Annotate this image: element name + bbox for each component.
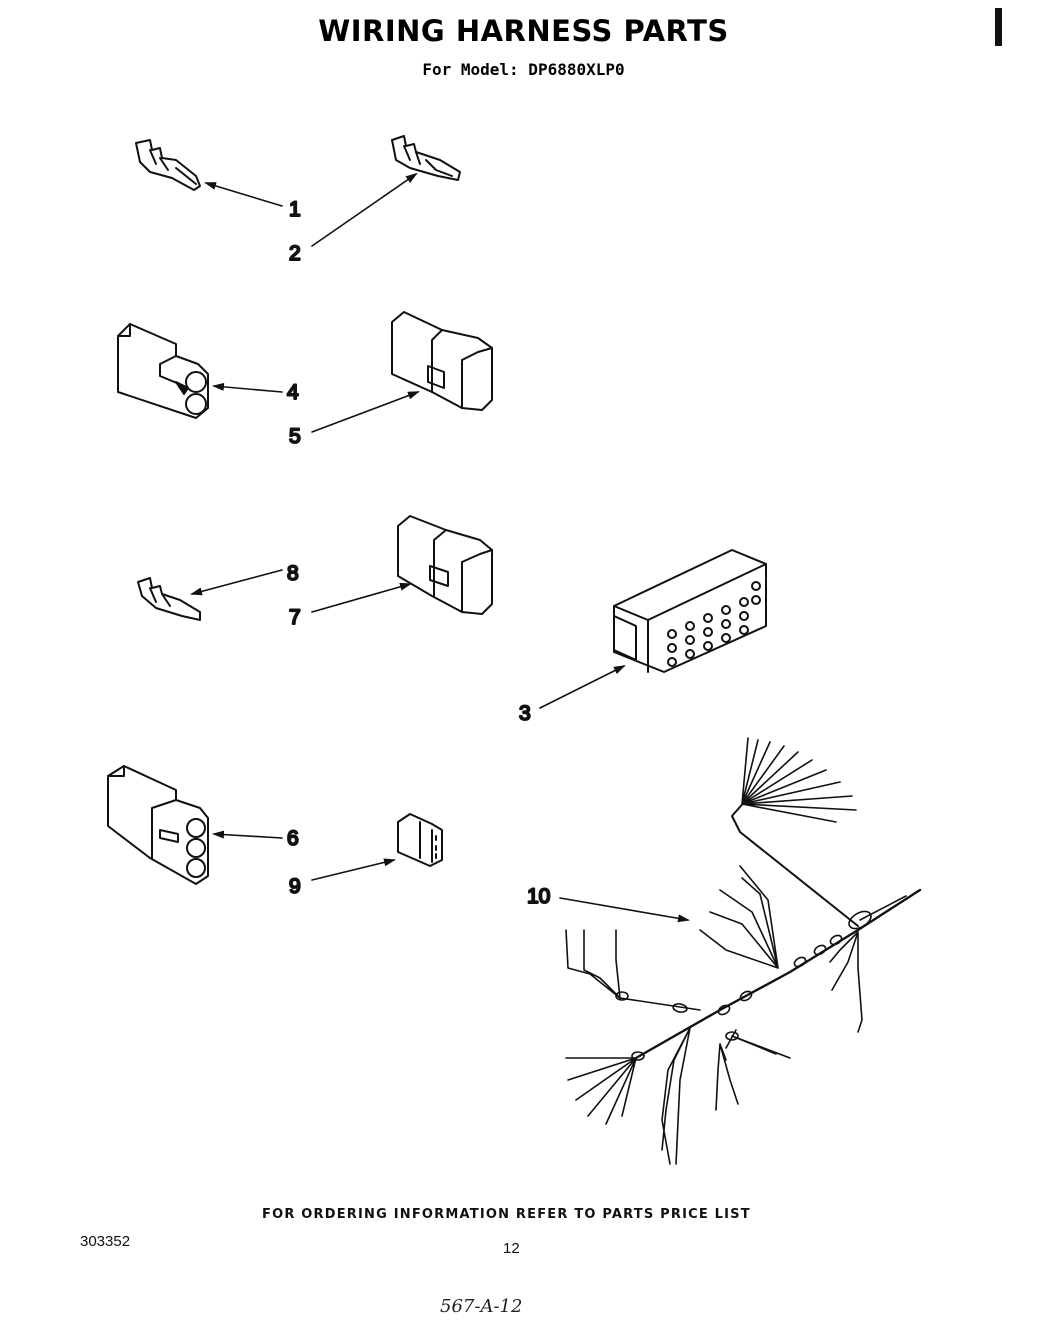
- callout-7: 7: [289, 606, 301, 629]
- callout-9: 9: [289, 875, 301, 898]
- handwritten-code: 567-A-12: [440, 1296, 523, 1317]
- corner-registration-mark: [995, 8, 1002, 46]
- part-6-three-pin-connector-icon: [107, 765, 209, 885]
- part-5-two-pin-receptacle-icon: [391, 311, 493, 411]
- leader-lines: [190, 172, 690, 923]
- part-1-pin-terminal-icon: [135, 139, 201, 191]
- callout-2: 2: [289, 242, 301, 265]
- part-10-wiring-harness-icon: [565, 737, 922, 1165]
- callout-4: 4: [287, 381, 299, 404]
- document-number: 303352: [80, 1233, 131, 1250]
- callout-8: 8: [287, 562, 299, 585]
- callout-3: 3: [519, 702, 531, 725]
- page-number: 12: [503, 1240, 520, 1257]
- part-4-two-pin-connector-icon: [117, 323, 209, 419]
- callout-1: 1: [289, 198, 301, 221]
- ordering-information-note: FOR ORDERING INFORMATION REFER TO PARTS …: [262, 1207, 751, 1222]
- part-8-pin-terminal-icon: [137, 577, 201, 621]
- part-7-receptacle-housing-icon: [397, 515, 493, 615]
- callout-6: 6: [287, 827, 299, 850]
- part-3-multi-pin-block-icon: [613, 549, 767, 673]
- callout-5: 5: [289, 425, 301, 448]
- model-subtitle: For Model: DP6880XLP0: [422, 60, 625, 79]
- callout-10: 10: [527, 885, 550, 908]
- page-title: WIRING HARNESS PARTS: [318, 14, 729, 48]
- part-9-small-block-icon: [397, 813, 443, 867]
- part-2-socket-terminal-icon: [391, 135, 461, 181]
